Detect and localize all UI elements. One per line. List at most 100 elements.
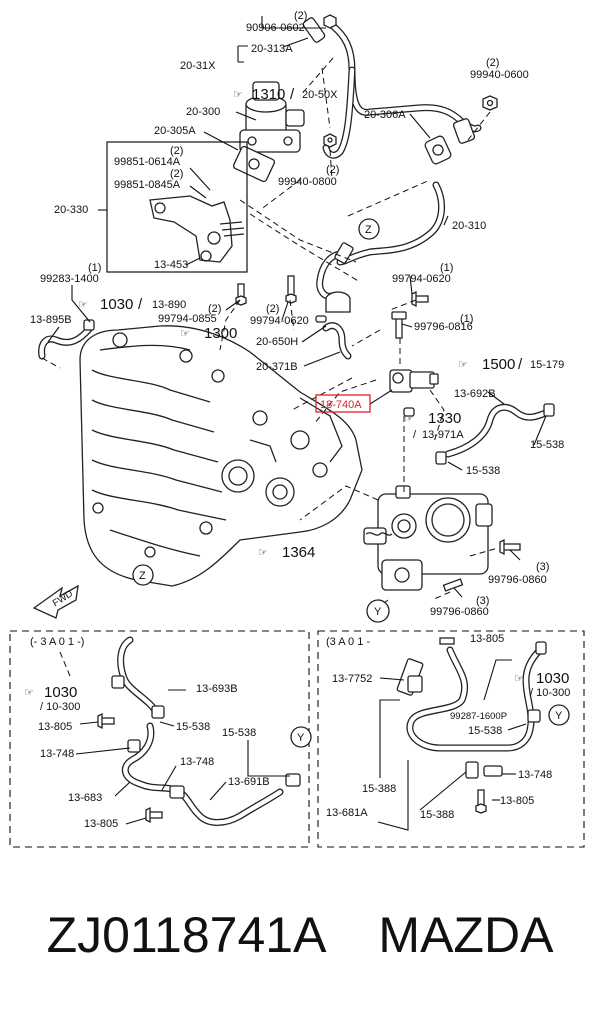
- callout-part: 13-805: [500, 795, 534, 807]
- callout-part: 99851-0614A: [114, 156, 181, 168]
- callout-part: 15-538: [176, 721, 210, 733]
- callout-part: 15-538: [468, 725, 502, 737]
- left-inset-labels: (- 3 A 0 1 -) ☞ 1030 / 10-300 13-693B 13…: [24, 636, 305, 830]
- hose-13-692b: [435, 403, 555, 465]
- forward-arrow: [32, 584, 79, 619]
- svg-text:/: /: [290, 86, 295, 103]
- egr-pipe-assembly: [316, 14, 498, 300]
- svg-text:☞: ☞: [180, 328, 190, 340]
- callout-part: 13-453: [154, 259, 188, 271]
- callout-part: 20-305A: [154, 125, 196, 137]
- callout-part: 13-693B: [196, 683, 238, 695]
- callout-qty: (2): [170, 168, 183, 180]
- svg-text:☞: ☞: [233, 89, 243, 101]
- callout-part: 99851-0845A: [114, 179, 181, 191]
- callout-part: 20-31X: [180, 60, 216, 72]
- callout-part: 99796-0860: [430, 606, 489, 618]
- brand-name: MAZDA: [378, 907, 554, 963]
- callout-section: 1310: [252, 86, 285, 103]
- callout-section: 15-179: [530, 359, 564, 371]
- callout-part: 13-692B: [454, 388, 496, 400]
- callout-marker: Z: [139, 570, 146, 582]
- callout-section: / 10-300: [40, 701, 80, 713]
- callout-part: 13-748: [40, 748, 74, 760]
- callout-marker: Y: [297, 732, 305, 744]
- callout-qty: (2): [294, 10, 307, 22]
- callout-part: 99940-0600: [470, 69, 529, 81]
- callout-qty: (2): [208, 303, 221, 315]
- callout-section: / 10-300: [530, 687, 570, 699]
- svg-text:☞: ☞: [78, 299, 88, 311]
- callout-marker: Y: [555, 710, 563, 722]
- highlighted-part-number: 18-740A: [320, 399, 362, 411]
- callout-part: 20-313A: [251, 43, 293, 55]
- callout-part: 90906-0602: [246, 22, 305, 34]
- callout-part: 99283-1400: [40, 273, 99, 285]
- callout-part: 20-306A: [364, 109, 406, 121]
- throttle-body: [363, 485, 493, 591]
- callout-part: 99796-0816: [414, 321, 473, 333]
- callout-section: 1030: [44, 684, 77, 701]
- lower-right-inset: [317, 630, 585, 848]
- callout-qty: (2): [326, 164, 339, 176]
- callout-section: 20-50X: [302, 89, 338, 101]
- callout-part: 99794-0620: [392, 273, 451, 285]
- bolts: [235, 275, 521, 592]
- bracket-group: [106, 141, 248, 273]
- section-markers: [132, 218, 390, 623]
- svg-text:☞: ☞: [24, 687, 34, 699]
- callout-part: 13-895B: [30, 314, 72, 326]
- callout-part: 13-748: [518, 769, 552, 781]
- hose-13-895b: [38, 319, 95, 360]
- callout-part: 13-805: [470, 633, 504, 645]
- callout-part: 20-310: [452, 220, 486, 232]
- callout-part: 20-650H: [256, 336, 298, 348]
- callout-qty: (2): [266, 303, 279, 315]
- callout-marker: Y: [374, 606, 382, 618]
- inset-range: (- 3 A 0 1 -): [30, 636, 84, 648]
- callout-qty: (1): [460, 313, 473, 325]
- highlight-box: [315, 394, 371, 413]
- inset-range: (3 A 0 1 -: [326, 636, 370, 648]
- callout-part: 99794-0620: [250, 315, 309, 327]
- callout-qty: (2): [486, 57, 499, 69]
- egr-clip-parts: [315, 291, 352, 360]
- callout-part: 99940-0800: [278, 176, 337, 188]
- callout-part: 15-538: [530, 439, 564, 451]
- callout-section: 13-890: [152, 299, 186, 311]
- part-number: ZJ0118741A: [46, 907, 327, 963]
- callout-part: 13-681A: [326, 807, 368, 819]
- callout-part: 99287-1600P: [450, 711, 507, 722]
- callout-part: 13-805: [38, 721, 72, 733]
- svg-text:☞: ☞: [258, 547, 268, 559]
- callout-part: 13-691B: [228, 776, 270, 788]
- callout-qty: (3): [476, 595, 489, 607]
- svg-text:/: /: [518, 356, 523, 373]
- callout-qty: (2): [170, 145, 183, 157]
- callout-part: 15-538: [466, 465, 500, 477]
- callout-section: 13-971A: [422, 429, 464, 441]
- svg-text:☞: ☞: [514, 673, 524, 685]
- callout-section: 1330: [428, 410, 461, 427]
- callout-part: 99794-0855: [158, 313, 217, 325]
- callout-part: 13-805: [84, 818, 118, 830]
- callout-part: 20-300: [186, 106, 220, 118]
- callout-qty: (1): [440, 262, 453, 274]
- callout-part: 99796-0860: [488, 574, 547, 586]
- egr-valve: [232, 17, 326, 183]
- svg-text:☞: ☞: [404, 413, 414, 425]
- callout-part: 13-683: [68, 792, 102, 804]
- solenoid-valve: [389, 369, 439, 417]
- callout-section: 1300: [204, 325, 237, 342]
- callout-qty: (1): [88, 262, 101, 274]
- callout-section: 1030: [536, 670, 569, 687]
- footer-caption: ZJ0118741A MAZDA: [0, 880, 600, 990]
- svg-text:/: /: [413, 429, 417, 441]
- callout-part: 15-388: [362, 783, 396, 795]
- callout-part: 20-330: [54, 204, 88, 216]
- callout-section: 1030: [100, 296, 133, 313]
- callout-part: 20-371B: [256, 361, 298, 373]
- callout-part: 15-388: [420, 809, 454, 821]
- callout-part: 13-748: [180, 756, 214, 768]
